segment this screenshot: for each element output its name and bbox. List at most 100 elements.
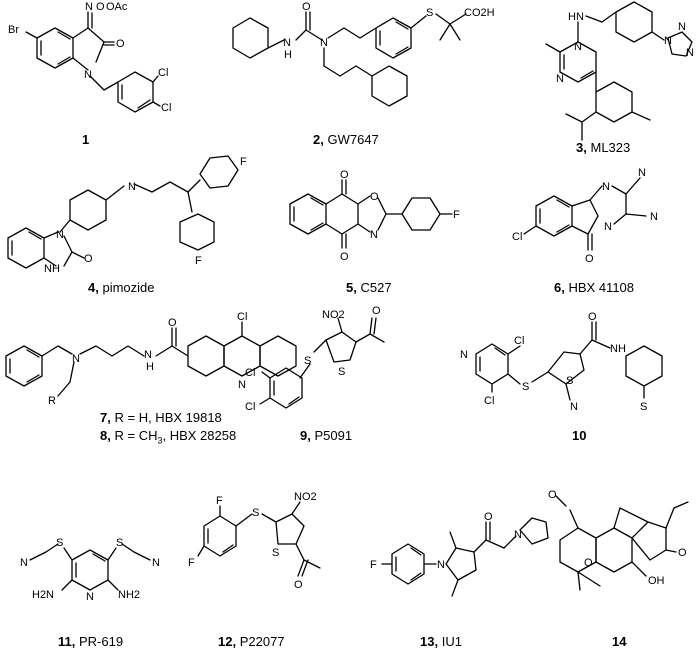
atom-label: Cl xyxy=(245,367,255,379)
atom-label: N xyxy=(678,21,686,33)
atom-label: F xyxy=(188,557,195,569)
atom-label: N xyxy=(604,221,612,233)
atom-label: F xyxy=(240,156,247,168)
compound-5-structure: O O O N F xyxy=(289,169,460,263)
compound-number: 1 xyxy=(82,132,90,147)
atom-label: N xyxy=(664,35,672,47)
atom-label: O xyxy=(585,253,594,265)
atom-label: R xyxy=(48,395,56,407)
atom-label: S xyxy=(522,381,529,393)
compound-name-tail: , HBX 28258 xyxy=(162,428,237,443)
atom-label: S xyxy=(640,401,647,413)
compound-name: C527 xyxy=(360,280,392,295)
atom-label: H2N xyxy=(32,589,54,601)
atom-label: N xyxy=(437,559,445,571)
compound-label-8: 8, R = CH3, HBX 28258 xyxy=(100,428,237,446)
atom-label: Br xyxy=(8,24,19,36)
compound-label-2: 2, GW7647 xyxy=(313,132,379,147)
atom-label: N xyxy=(638,167,646,179)
compound-7-8-structure: N N H O Cl N R xyxy=(5,311,297,407)
atom-label: NH xyxy=(610,343,626,355)
atom-label: OAc xyxy=(106,1,128,13)
atom-label: Cl xyxy=(158,67,168,79)
atom-label: S xyxy=(338,366,345,378)
atom-label: Cl xyxy=(512,231,522,243)
atom-label: O xyxy=(294,579,303,591)
compound-14-structure: O O O OH xyxy=(548,489,689,591)
atom-label: N xyxy=(460,349,468,361)
compound-number: 7 xyxy=(100,410,108,425)
compound-number: 13 xyxy=(420,634,435,649)
compound-number: 3 xyxy=(576,140,584,155)
atom-label: F xyxy=(216,495,223,507)
atom-label: F xyxy=(370,559,377,571)
compound-11-structure: S S N N H2N NH2 N xyxy=(20,537,160,603)
compound-label-10: 10 xyxy=(572,428,586,443)
atom-label: OH xyxy=(648,575,665,587)
atom-label: O xyxy=(302,1,311,13)
compound-number: 2 xyxy=(313,132,321,147)
compound-label-7: 7, R = H, HBX 19818 xyxy=(100,410,222,425)
atom-label: O xyxy=(168,317,177,329)
atom-label: O xyxy=(340,251,349,263)
compound-number: 14 xyxy=(612,634,627,649)
compound-9-structure: NO2 S S O Cl Cl xyxy=(245,305,385,413)
atom-label: O xyxy=(372,305,381,317)
atom-label: N xyxy=(370,229,378,241)
atom-label: N xyxy=(56,229,64,241)
compound-number: 11 xyxy=(58,634,72,649)
compound-number: 5 xyxy=(346,280,354,295)
atom-label: HN xyxy=(568,11,584,23)
compound-label-12: 12, P22077 xyxy=(218,634,285,649)
atom-label: N xyxy=(574,41,582,53)
atom-label: N xyxy=(238,379,246,391)
atom-label: N xyxy=(84,69,92,81)
atom-label: O xyxy=(116,38,125,50)
compound-name: P22077 xyxy=(239,634,285,649)
compound-name: R = CH xyxy=(114,428,158,443)
atom-label: N xyxy=(570,401,578,413)
compound-label-1: 1 xyxy=(82,132,89,147)
compound-label-6: 6, HBX 41108 xyxy=(554,280,635,295)
compound-name: ML323 xyxy=(590,140,631,155)
atom-label: Cl xyxy=(514,335,524,347)
compound-name: P5091 xyxy=(314,428,353,443)
atom-label: N xyxy=(72,353,80,365)
atom-label: N xyxy=(86,591,94,603)
atom-label: S xyxy=(566,375,573,387)
atom-label: S xyxy=(426,7,433,19)
atom-label: Cl xyxy=(161,102,171,114)
atom-label: N xyxy=(128,181,136,193)
atom-label: Cl xyxy=(484,395,494,407)
compound-name: HBX 41108 xyxy=(568,280,635,295)
atom-label: N xyxy=(20,557,28,569)
compound-3-structure: HN N N N N N xyxy=(545,1,694,141)
atom-label: O xyxy=(584,557,593,569)
compound-label-14: 14 xyxy=(612,634,626,649)
compound-number: 12 xyxy=(218,634,233,649)
atom-label: O xyxy=(588,311,597,323)
atom-label: Cl xyxy=(237,311,247,323)
compound-label-5: 5, C527 xyxy=(346,280,392,295)
compound-number: 4 xyxy=(88,280,96,295)
compound-label-9: 9, P5091 xyxy=(300,428,353,443)
atom-label: S xyxy=(56,537,63,549)
atom-label: S xyxy=(304,355,311,367)
atom-label: CO2H xyxy=(464,7,495,19)
compound-number: 9 xyxy=(300,428,308,443)
compound-4-structure: N N NH O F F xyxy=(7,155,247,275)
atom-label: NO2 xyxy=(294,491,317,503)
atom-label: F xyxy=(453,209,460,221)
atom-label: NO2 xyxy=(322,309,345,321)
atom-label: H xyxy=(146,361,154,373)
atom-label: N xyxy=(556,73,564,85)
compound-number: 10 xyxy=(572,428,587,443)
compound-label-13: 13, IU1 xyxy=(420,634,462,649)
compound-name-subscript: 3 xyxy=(157,435,163,446)
atom-label: O xyxy=(678,547,687,559)
atom-label: N xyxy=(283,37,291,49)
atom-label: H xyxy=(284,49,292,61)
compound-label-3: 3, ML323 xyxy=(576,140,631,155)
atom-label: O xyxy=(370,191,379,203)
